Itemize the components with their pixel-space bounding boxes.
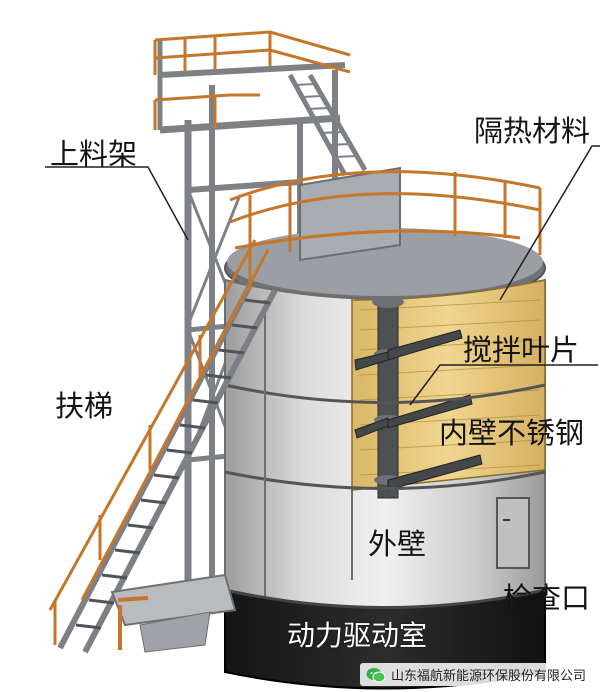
inspection-door: [496, 497, 530, 569]
feed-hopper: [110, 573, 237, 653]
label-feeding-rack: 上料架: [50, 137, 138, 171]
tank-body: [224, 278, 546, 621]
tank-top-deck: [224, 166, 546, 305]
wechat-icon: [366, 667, 386, 682]
ladder-structure: [48, 239, 278, 654]
watermark-text: 山东福航新能源环保股份有限公司: [390, 669, 586, 684]
label-inspection-port: 检查口: [503, 581, 591, 615]
leader-feeding-rack: [45, 166, 189, 241]
leader-lines: [45, 145, 600, 406]
label-ladder: 扶梯: [55, 389, 114, 423]
label-drive-room: 动力驱动室: [287, 619, 428, 652]
label-stirring-blades: 搅拌叶片: [463, 333, 580, 367]
label-insulation: 隔热材料: [474, 114, 591, 148]
watermark: 山东福航新能源环保股份有限公司: [359, 663, 592, 686]
stirring-blades: [354, 329, 483, 491]
leader-stirring-blades: [409, 364, 598, 406]
label-inner-wall: 内壁不锈钢: [439, 416, 585, 450]
label-outer-wall: 外壁: [368, 527, 427, 561]
leader-insulation: [499, 145, 600, 301]
top-railing: [153, 30, 351, 130]
